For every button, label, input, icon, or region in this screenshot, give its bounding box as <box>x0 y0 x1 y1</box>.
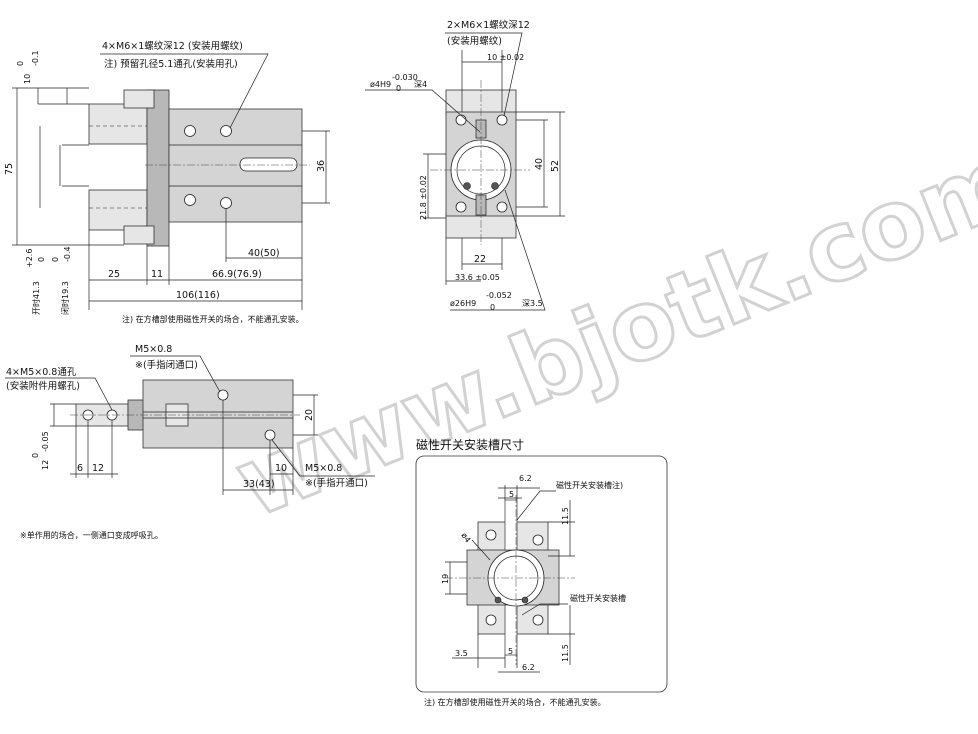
svg-text:深3.5: 深3.5 <box>522 299 543 308</box>
svg-text:0: 0 <box>16 61 25 66</box>
dim-5-top: 5 <box>509 490 514 499</box>
svg-text:0: 0 <box>31 453 40 458</box>
dim-close: 闭时19.3 <box>60 281 70 315</box>
dim-5-bottom: 5 <box>508 647 513 656</box>
dim-106: 106(116) <box>176 290 220 301</box>
slot-top <box>504 499 518 551</box>
dim-75: 75 <box>4 163 15 175</box>
slot-detail-note: 注) 在方槽部使用磁性开关的场合，不能通孔安装。 <box>424 697 606 707</box>
finger-lower <box>88 189 148 231</box>
mount-hole <box>220 197 232 209</box>
dim-21-8: 21.8 ±0.02 <box>419 175 428 220</box>
svg-text:-0.1: -0.1 <box>31 50 40 66</box>
dim-10-side: 10 ±0.02 <box>487 53 524 62</box>
svg-text:※(手指闭通口): ※(手指闭通口) <box>135 359 198 371</box>
slot-detail-title: 磁性开关安装槽尺寸 <box>416 437 524 452</box>
svg-text:※(手指开通口): ※(手指开通口) <box>305 477 368 489</box>
label-slot-note: 磁性开关安装槽注) <box>556 480 623 490</box>
finger-upper <box>88 103 148 145</box>
dim-11: 11 <box>151 269 163 280</box>
mount-hole <box>184 194 196 206</box>
dim-10-bottom: 10 <box>275 463 287 474</box>
label-slot: 磁性开关安装槽 <box>570 593 626 603</box>
dim-11-5-top: 11.5 <box>561 507 570 525</box>
side-hole <box>455 114 467 126</box>
dim-6-2-top: 6.2 <box>519 474 532 483</box>
front-view: 4×M6×1螺纹深12 (安装用螺纹) 注) 预留孔径5.1通孔(安装用孔) 7… <box>4 40 330 324</box>
dim-11-5-bottom: 11.5 <box>561 644 570 662</box>
mount-hole <box>220 125 232 137</box>
dim-66-9: 66.9(76.9) <box>212 269 262 280</box>
dim-3-5: 3.5 <box>455 649 468 658</box>
bottom-view-note: ※单作用的场合，一侧通口变成呼吸孔。 <box>20 530 163 540</box>
dim-25: 25 <box>108 269 120 280</box>
dim-33-6: 33.6 ±0.05 <box>455 273 500 282</box>
dim-22-side: 22 <box>474 254 486 265</box>
dim-6-2-bottom: 6.2 <box>522 663 535 672</box>
dim-6: 6 <box>77 463 83 474</box>
dim-33-43: 33(43) <box>243 479 275 490</box>
svg-text:(安装附件用螺孔): (安装附件用螺孔) <box>6 380 80 392</box>
svg-text:-0.030: -0.030 <box>392 73 418 82</box>
dim-19-detail: 19 <box>441 574 450 584</box>
dim-10-top: 10 <box>23 74 32 84</box>
slot-detail: 磁性开关安装槽尺寸 6.2 5 11.5 ø4 19 <box>415 437 668 707</box>
svg-text:0: 0 <box>396 84 401 93</box>
dim-12-bottom: 12 <box>92 463 104 474</box>
svg-text:-0.052: -0.052 <box>486 291 512 300</box>
svg-text:+2.6: +2.6 <box>25 249 34 268</box>
callout-open-port: M5×0.8 <box>305 463 342 474</box>
dim-52-side: 52 <box>550 160 561 172</box>
side-hole <box>455 201 467 213</box>
svg-text:-0.05: -0.05 <box>41 431 50 452</box>
bottom-view: 4×M5×0.8通孔 (安装附件用螺孔) M5×0.8 ※(手指闭通口) M5×… <box>5 344 375 540</box>
finger-tab-lower <box>123 225 155 245</box>
side-view: 2×M6×1螺纹深12 (安装用螺纹) 10 ±0.02 ø4H9 -0.030… <box>365 19 565 312</box>
svg-text:0: 0 <box>490 303 495 312</box>
svg-text:0: 0 <box>51 257 60 262</box>
callout-mount-threads: 4×M6×1螺纹深12 (安装用螺纹) <box>102 40 243 52</box>
side-hole <box>496 114 508 126</box>
svg-text:深4: 深4 <box>414 80 427 89</box>
dim-open: 开时41.3 <box>31 281 41 315</box>
finger-tab-upper <box>123 89 155 109</box>
callout-close-port: M5×0.8 <box>135 344 172 355</box>
svg-text:0: 0 <box>37 257 46 262</box>
dim-36: 36 <box>316 160 327 172</box>
switch-slot <box>239 157 298 172</box>
svg-text:-0.4: -0.4 <box>63 246 72 262</box>
svg-text:(安装用螺纹): (安装用螺纹) <box>447 35 502 47</box>
front-view-note: 注) 在方槽部使用磁性开关的场合，不能通孔安装。 <box>122 314 304 324</box>
dim-20: 20 <box>304 409 315 421</box>
callout-m5-attach: 4×M5×0.8通孔 <box>6 367 77 378</box>
port-open <box>264 429 276 441</box>
dim-phi4: ø4H9 <box>370 80 391 89</box>
dim-phi26: ø26H9 <box>450 299 476 308</box>
dim-12-side: 12 <box>41 460 50 470</box>
callout-mount-note: 注) 预留孔径5.1通孔(安装用孔) <box>104 58 238 70</box>
dim-40-50: 40(50) <box>248 248 280 259</box>
mount-hole <box>184 125 196 137</box>
finger-carrier <box>146 89 170 247</box>
side-hole <box>496 201 508 213</box>
side-callout-threads: 2×M6×1螺纹深12 <box>447 19 530 31</box>
dim-40-side: 40 <box>534 158 545 170</box>
